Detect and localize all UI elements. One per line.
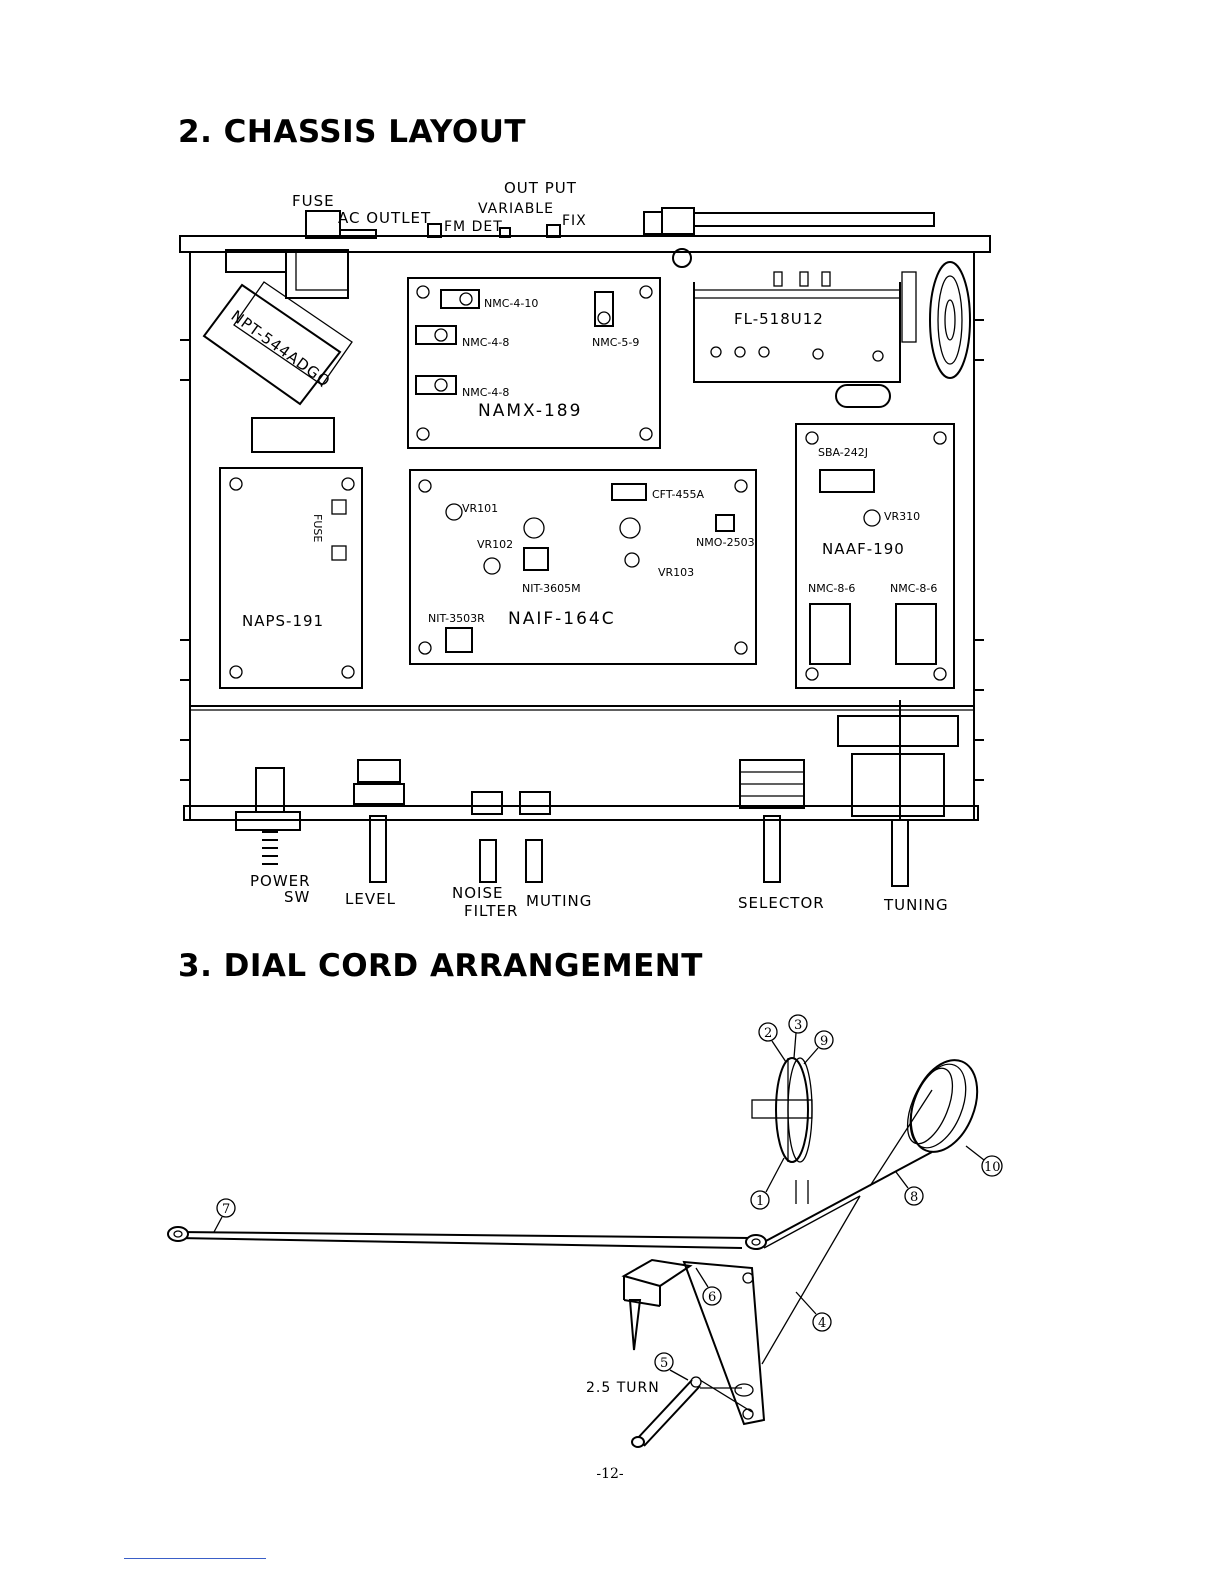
callout-10: 10 <box>965 1145 1003 1177</box>
dial-cord-title: 3. DIAL CORD ARRANGEMENT <box>178 948 703 984</box>
muting-label: MUTING <box>526 892 592 910</box>
power-switch <box>235 767 301 865</box>
tuning-shaft <box>631 1376 702 1448</box>
namx-part-4: NMC-5-9 <box>592 336 639 349</box>
filter-label: FILTER <box>464 902 518 920</box>
capacitor-drum <box>906 1059 979 1153</box>
selector-label: SELECTOR <box>738 894 825 912</box>
svg-text:10: 10 <box>984 1160 1001 1175</box>
callout-3: 3 <box>788 1014 808 1059</box>
fuse-label: FUSE <box>292 192 335 210</box>
tuning-label: TUNING <box>883 896 949 914</box>
namx-part-2: NMC-4-8 <box>462 336 509 349</box>
namx-board: NMC-4-10 NMC-4-8 NMC-4-8 NMC-5-9 NAMX-18… <box>407 277 661 449</box>
chassis-layout-diagram: FUSE AC OUTLET FM DET OUT PUT VARIABLE F… <box>179 179 991 920</box>
chassis-frame <box>179 235 991 821</box>
svg-text:7: 7 <box>222 1202 230 1217</box>
naif-board: VR101 VR102 VR103 CFT-455A NMO-2503 NIT-… <box>409 469 757 665</box>
callout-5: 5 <box>654 1352 689 1381</box>
svg-text:5: 5 <box>660 1356 668 1371</box>
nit-3503r-label: NIT-3503R <box>428 612 485 625</box>
turn-label: 2.5 TURN <box>586 1380 660 1396</box>
svg-text:2: 2 <box>764 1026 772 1041</box>
power-transformer: NPT-544ADGQ <box>202 281 353 406</box>
svg-text:6: 6 <box>708 1290 716 1305</box>
callout-4: 4 <box>795 1291 832 1332</box>
level-control <box>353 759 405 883</box>
namx-part-1: NMC-4-10 <box>484 297 538 310</box>
vr102-label: VR102 <box>477 538 513 551</box>
naaf-board-label: NAAF-190 <box>822 540 905 558</box>
vr101-label: VR101 <box>462 502 498 515</box>
rear-panel-connectors <box>305 207 935 239</box>
svg-text:8: 8 <box>910 1190 918 1205</box>
cft-label: CFT-455A <box>652 488 704 501</box>
nmo-label: NMO-2503 <box>696 536 755 549</box>
right-pulley <box>745 1234 767 1250</box>
dial-pointer <box>621 1258 693 1351</box>
power-sw-label: SW <box>284 888 310 906</box>
power-label: POWER <box>250 872 311 890</box>
block-capacitor <box>251 417 335 453</box>
nit-3605m-label: NIT-3605M <box>522 582 581 595</box>
noise-label: NOISE <box>452 884 503 902</box>
naps-board-label: NAPS-191 <box>242 612 324 630</box>
sba-label: SBA-242J <box>818 446 868 459</box>
naaf-part-nmc-2: NMC-8-6 <box>890 582 937 595</box>
chassis-layout-title: 2. CHASSIS LAYOUT <box>178 114 527 150</box>
naif-board-label: NAIF-164C <box>508 609 616 629</box>
fm-det-label: FM DET <box>444 219 503 235</box>
svg-text:4: 4 <box>818 1316 826 1331</box>
left-pulley <box>167 1226 189 1242</box>
ac-outlet-label: AC OUTLET <box>338 209 431 227</box>
callout-1: 1 <box>750 1157 785 1210</box>
noise-muting-controls <box>471 791 551 883</box>
vr310-label: VR310 <box>884 510 920 523</box>
selector-control <box>739 759 805 883</box>
svg-text:1: 1 <box>756 1194 764 1209</box>
callout-9: 9 <box>803 1030 834 1065</box>
variable-label: VARIABLE <box>478 201 554 217</box>
naaf-part-nmc-1: NMC-8-6 <box>808 582 855 595</box>
svg-text:9: 9 <box>820 1034 828 1049</box>
vr103-label: VR103 <box>658 566 694 579</box>
callout-2: 2 <box>758 1022 787 1063</box>
dial-drum <box>751 1057 813 1163</box>
footer-rule <box>124 1558 266 1559</box>
page-number: -12- <box>596 1466 624 1482</box>
output-label: OUT PUT <box>504 179 577 197</box>
svg-text:3: 3 <box>794 1018 802 1033</box>
level-label: LEVEL <box>345 890 396 908</box>
naps-board: FUSE NAPS-191 <box>219 467 363 689</box>
front-end-label: FL-518U12 <box>734 310 824 328</box>
callout-7: 7 <box>213 1198 236 1233</box>
callout-8: 8 <box>895 1171 924 1206</box>
dial-cord-diagram: 1 2 3 4 5 6 7 <box>167 1014 1003 1448</box>
namx-board-label: NAMX-189 <box>478 401 582 421</box>
dial-cord-path <box>177 1089 933 1413</box>
naaf-board: SBA-242J VR310 NMC-8-6 NMC-8-6 NAAF-190 <box>795 423 955 689</box>
fix-label: FIX <box>562 213 587 229</box>
tuning-control <box>837 700 959 887</box>
naps-fuse-label: FUSE <box>311 514 324 542</box>
callout-6: 6 <box>695 1267 722 1306</box>
fm-front-end: FL-518U12 <box>693 261 971 408</box>
pointer-plate <box>682 1260 766 1426</box>
namx-part-3: NMC-4-8 <box>462 386 509 399</box>
